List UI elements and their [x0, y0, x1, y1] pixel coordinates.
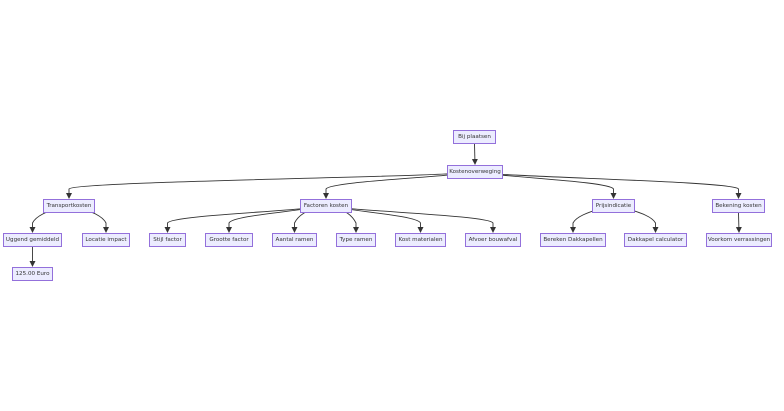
node-bij-plaatsen: Bij plaatsen: [453, 130, 496, 144]
node-afvoer-bouwafval: Afvoer bouwafval: [465, 233, 521, 247]
node-bereken-dakkapellen: Bereken Dakkapellen: [540, 233, 606, 247]
node-prijsindicatie: Prijsindicatie: [592, 199, 635, 213]
node-kost-materialen: Kost materialen: [395, 233, 446, 247]
node-locatie-impact: Locatie impact: [82, 233, 130, 247]
node-aantal-ramen: Aantal ramen: [272, 233, 317, 247]
node-transportkosten: Transportkosten: [43, 199, 95, 213]
node-125-euro: 125.00 Euro: [12, 267, 53, 281]
node-grootte-factor: Grootte factor: [205, 233, 253, 247]
node-voorkom-verrassingen: Voorkom verrassingen: [706, 233, 772, 247]
node-kostenoverweging: Kostenoverweging: [447, 165, 503, 179]
node-factoren-kosten: Factoren kosten: [300, 199, 352, 213]
node-stijl-factor: Stijl factor: [149, 233, 186, 247]
node-uggend-gemiddeld: Uggend gemiddeld: [3, 233, 62, 247]
edge-bij_plaatsen-to-kostenoverweging: [471, 143, 478, 165]
node-bekening-kosten: Bekening kosten: [712, 199, 765, 213]
node-dakkapel-calculator: Dakkapel calculator: [624, 233, 687, 247]
edge-bekening_kosten-to-voorkom_verrassingen: [735, 212, 742, 233]
edge-kostenoverweging-to-transportkosten: [66, 171, 470, 199]
node-type-ramen: Type ramen: [336, 233, 376, 247]
edge-kostenoverweging-to-bekening_kosten: [480, 171, 742, 199]
